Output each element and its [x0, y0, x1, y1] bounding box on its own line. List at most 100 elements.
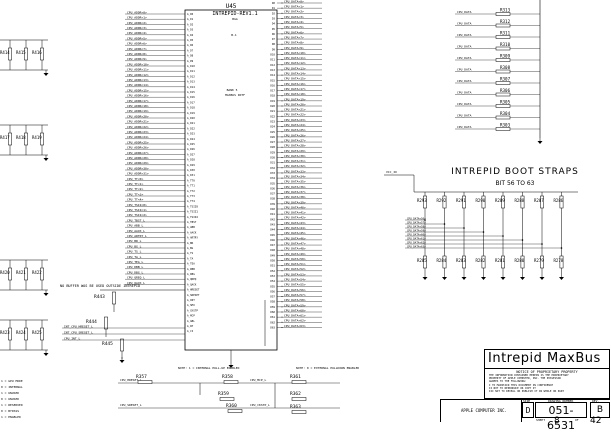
chip-pin-left: A_D7 — [187, 48, 194, 52]
bus-tap-dot — [281, 223, 283, 225]
chip-pin-left: A_DBG — [187, 272, 195, 276]
chip-pin-right: D49 — [270, 253, 275, 257]
ladder-resistor — [495, 104, 511, 108]
chip-right-pins: D0D1D2D3D4D5D6D7D8D9D10D11D12D13D14D15D1… — [270, 1, 275, 329]
notice-line: I TO MAINTAIN THIS DOCUMENT IN CONFIDENC… — [489, 383, 554, 387]
right-net-label: CPU_DATA<53> — [284, 272, 306, 276]
chip-pin-right: D16 — [270, 83, 275, 87]
left-net-label: CPU_TT<0> — [127, 177, 143, 181]
cluster-resistor-label: R418 — [16, 135, 26, 140]
cluster-resistor-label: R417 — [0, 135, 10, 140]
chip-pin-left: A_TBST — [187, 220, 197, 224]
reset-net-label: CPU_INT_L — [64, 337, 80, 341]
left-net-label: CPU_ADDR<25> — [127, 140, 149, 144]
right-net-labels: CPU_DATA<0>CPU_DATA<1>CPU_DATA<2>CPU_DAT… — [277, 0, 322, 328]
chip-pin-left: A_D26 — [187, 147, 195, 151]
bus-tap-dot — [281, 306, 283, 308]
ladder-resistor-label: R305 — [500, 100, 511, 105]
right-net-label: CPU_DATA<9> — [284, 46, 304, 50]
bus-tap-dot — [281, 162, 283, 164]
chip-pin-left: A_D10 — [187, 64, 195, 68]
right-net-label: CPU_DATA<24> — [284, 123, 306, 127]
ladder-net-label: CPU_DATA — [457, 79, 472, 83]
cluster-resistor-label: R423 — [0, 330, 10, 335]
ladder-resistor-label: R310 — [500, 42, 511, 47]
ladder-net-label: CPU_DATA — [457, 114, 472, 118]
right-net-label: CPU_DATA<31> — [284, 159, 306, 163]
strap-resistor-label-top: R290 — [476, 198, 486, 203]
chip-pin-right: D24 — [270, 125, 275, 129]
cluster-resistor-label: R425 — [32, 330, 42, 335]
strap-resistor-label-bottom: R284 — [437, 258, 447, 263]
bottom-net-label: CPU_MCP_L — [250, 378, 266, 382]
chip-refdes: U45 — [226, 3, 237, 10]
chip-pin-left: A_ARTRY — [187, 236, 198, 240]
left-net-label: CPU_DBG_L — [127, 270, 143, 274]
legend-item: 1 = RESERVED — [1, 403, 23, 407]
bus-tap-dot — [281, 177, 283, 179]
ground-icon — [520, 277, 525, 280]
ladder-resistor — [495, 115, 511, 120]
right-net-label: CPU_DATA<8> — [284, 41, 304, 45]
right-net-label: CPU_DATA<15> — [284, 77, 306, 81]
bus-tap-dot — [281, 23, 283, 25]
cluster-resistor-label: R420 — [0, 270, 10, 275]
left-net-label: CPU_ADDR<6> — [127, 42, 147, 46]
chip-pin-left: A_CKSTP — [187, 308, 198, 312]
strap-resistor-label-bottom: R281 — [495, 258, 505, 263]
left-net-label: CPU_ADDR<24> — [127, 135, 149, 139]
bottom-resistor-label: R361 — [290, 374, 301, 380]
right-net-label: CPU_DATA<4> — [284, 20, 304, 24]
chip-pin-left: A_SRESET — [187, 293, 200, 297]
ground-icon — [43, 293, 49, 296]
right-net-label: CPU_DATA<40> — [284, 205, 306, 209]
strap-net-label: CPU_DATA<60> — [407, 233, 426, 237]
chip-pin-left: A_D8 — [187, 54, 194, 58]
left-net-label: CPU_ADDR<30> — [127, 166, 149, 170]
left-net-label: CPU_ADDR<19> — [127, 109, 149, 113]
left-net-label: CPU_ADDR<4> — [127, 31, 147, 35]
bus-tap-dot — [281, 74, 283, 76]
right-net-label: CPU_DATA<25> — [284, 128, 306, 132]
boot-strap-block: VCC_IOR293R285R292R284R291R283R290R282R2… — [384, 170, 578, 280]
right-net-label: CPU_DATA<61> — [284, 314, 306, 318]
reset-resistor-label: R445 — [102, 341, 113, 347]
right-net-label: CPU_DATA<45> — [284, 231, 306, 235]
bus-tap-dot — [281, 151, 283, 153]
chip-pin-right: D53 — [270, 274, 275, 278]
strap-net-label: CPU_DATA<62> — [407, 241, 426, 245]
chip-pin-right: D3 — [272, 16, 276, 20]
chip-pin-right: D23 — [270, 119, 275, 123]
intrepid-chip-body — [184, 9, 278, 351]
bus-tap-dot — [281, 172, 283, 174]
chip-pin-left: A_TA — [187, 256, 194, 260]
chip-pin-left: A_DBB — [187, 267, 195, 271]
bus-tap-dot — [281, 167, 283, 169]
chip-pin-left: A_BR — [187, 241, 194, 245]
left-net-label: CPU_QREQ_L — [127, 276, 145, 280]
chip-pin-right: D59 — [270, 305, 275, 309]
chip-pin-right: D36 — [270, 186, 275, 190]
left-net-label: CPU_ADDR<11> — [127, 68, 149, 72]
rev-label: REV. — [592, 399, 600, 403]
ground-icon — [500, 277, 506, 280]
chip-pin-right: D41 — [270, 212, 275, 216]
ladder-net-label: CPU_DATA — [457, 68, 472, 72]
bus-tap-dot — [281, 208, 283, 210]
chip-pin-left: A_D0 — [187, 12, 194, 16]
strap-resistor-label-bottom: R285 — [417, 258, 427, 263]
chip-pin-right: D7 — [272, 37, 276, 41]
legend-item: 1 = GPU MODE — [1, 379, 23, 383]
right-net-label: CPU_DATA<44> — [284, 226, 306, 230]
bus-tap-dot — [281, 84, 283, 86]
cluster-resistor-label: R422 — [32, 270, 42, 275]
chip-pin-left: A_D1 — [187, 17, 194, 21]
left-net-label: CPU_ARTRY_L — [127, 234, 147, 238]
right-net-label: CPU_DATA<55> — [284, 283, 306, 287]
chip-pin-right: D63 — [270, 325, 275, 329]
bus-tap-dot — [281, 321, 283, 323]
legend-item: 1 = ENABLED — [1, 415, 21, 419]
right-net-label: CPU_DATA<28> — [284, 144, 306, 148]
chip-part-name: INTREPID-REV1.1 — [212, 11, 257, 17]
